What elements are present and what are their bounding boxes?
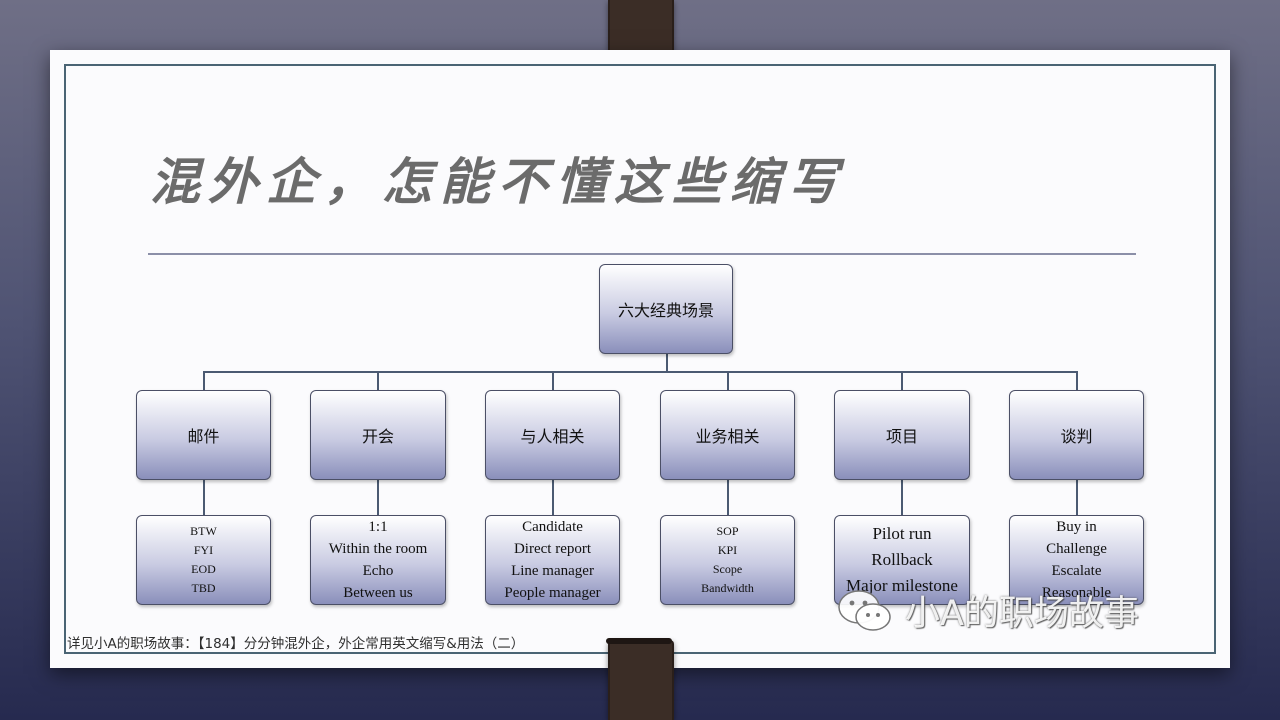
category-label: 开会 [361, 427, 394, 446]
leaf-people-terms: Candidate Direct report Line manager Peo… [485, 515, 620, 605]
category-email: 邮件 [136, 390, 271, 480]
term-item: Major milestone [846, 576, 958, 595]
term-item: Candidate [522, 519, 583, 535]
connector-leaf-6 [1076, 479, 1078, 516]
term-item: Pilot run [872, 524, 932, 543]
connector-root-down [666, 353, 668, 372]
category-label: 业务相关 [695, 427, 760, 446]
term-item: Direct report [513, 541, 592, 557]
connector-horizontal [203, 371, 1077, 373]
term-item: 1:1 [368, 519, 388, 535]
term-item: Echo [362, 563, 394, 579]
connector-cat-6 [1076, 371, 1078, 390]
category-label: 谈判 [1060, 427, 1093, 446]
category-project: 项目 [834, 390, 970, 480]
category-meeting: 开会 [310, 390, 446, 480]
term-item: People manager [504, 585, 601, 601]
term-item: Reasonable [1041, 585, 1112, 601]
source-caption: 详见小A的职场故事：【184】分分钟混外企，外企常用英文缩写&用法（二） [67, 636, 525, 652]
watermark-text: 小A的职场故事 [905, 594, 1139, 634]
term-item: Bandwidth [701, 581, 754, 595]
leaf-meeting-terms: 1:1 Within the room Echo Between us [310, 515, 446, 605]
leaf-negotiation-terms: Buy in Challenge Escalate Reasonable [1009, 515, 1144, 605]
term-item: Between us [343, 585, 413, 601]
category-negotiation: 谈判 [1009, 390, 1144, 480]
connector-cat-3 [552, 371, 554, 390]
term-item: Challenge [1046, 541, 1107, 557]
connector-leaf-1 [203, 479, 205, 516]
term-item: Escalate [1051, 563, 1102, 579]
category-business: 业务相关 [660, 390, 795, 480]
term-item: FYI [193, 543, 214, 557]
category-label: 与人相关 [520, 427, 585, 446]
leaf-business-terms: SOP KPI Scope Bandwidth [660, 515, 795, 605]
title-divider [148, 253, 1136, 255]
connector-leaf-2 [377, 479, 379, 516]
term-item: TBD [191, 581, 216, 595]
term-item: Rollback [871, 550, 933, 569]
category-people: 与人相关 [485, 390, 620, 480]
leaf-email-terms: BTW FYI EOD TBD [136, 515, 271, 605]
connector-cat-5 [901, 371, 903, 390]
root-label: 六大经典场景 [617, 301, 714, 320]
term-item: SOP [716, 524, 739, 538]
term-item: Within the room [328, 541, 428, 557]
watermark: 小A的职场故事 [835, 585, 1139, 636]
binder-clip-bottom [606, 638, 674, 720]
connector-leaf-4 [727, 479, 729, 516]
root-node: 六大经典场景 [599, 264, 733, 354]
term-item: BTW [190, 524, 217, 538]
connector-leaf-5 [901, 479, 903, 516]
slide-title: 混外企，怎能不懂这些缩写 [150, 152, 846, 211]
connector-leaf-3 [552, 479, 554, 516]
term-item: Scope [712, 562, 743, 576]
term-item: EOD [191, 562, 216, 576]
connector-cat-1 [203, 371, 205, 390]
connector-cat-4 [727, 371, 729, 390]
category-label: 项目 [885, 427, 918, 446]
slide-paper: 混外企，怎能不懂这些缩写 六大经典场景 邮件 开会 与人相关 业务相关 项目 谈… [50, 50, 1230, 668]
term-item: Line manager [511, 563, 594, 579]
wechat-icon [838, 589, 891, 631]
term-item: Buy in [1056, 519, 1097, 535]
connector-cat-2 [377, 371, 379, 390]
term-item: KPI [717, 543, 738, 557]
category-label: 邮件 [187, 427, 220, 446]
